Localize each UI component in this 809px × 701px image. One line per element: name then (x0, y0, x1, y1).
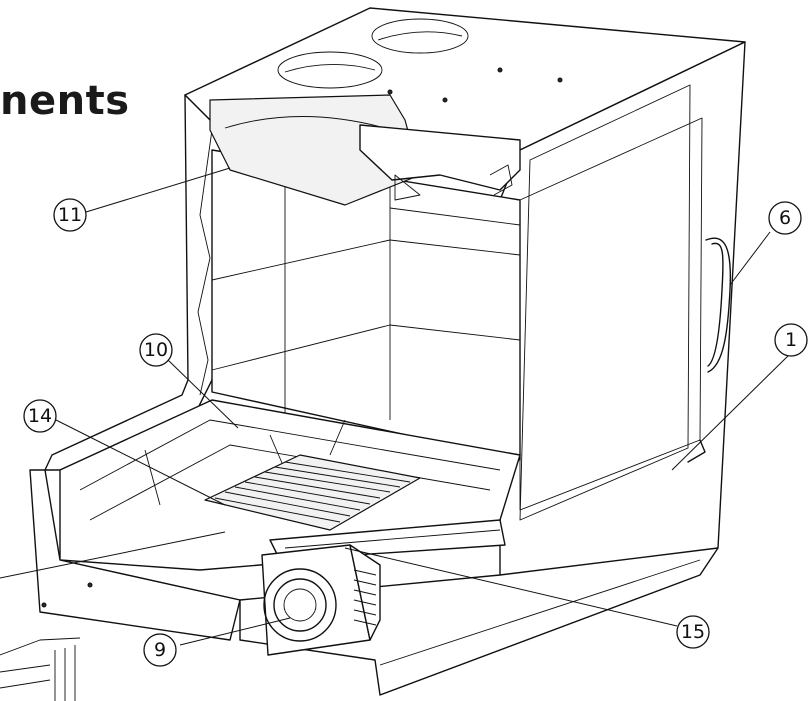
base-tray (29, 469, 719, 696)
partial-side-component (0, 637, 81, 701)
callout-1: 1 (774, 323, 808, 357)
section-heading: nents (0, 78, 130, 124)
svg-text:11: 11 (58, 204, 82, 226)
svg-text:15: 15 (681, 621, 705, 643)
fan-vents (353, 569, 377, 626)
callout-10: 10 (139, 333, 173, 367)
svg-text:14: 14 (28, 405, 52, 427)
callout-11: 11 (53, 198, 87, 232)
svg-text:1: 1 (785, 329, 797, 351)
blower-fan (261, 544, 381, 656)
callout-14: 14 (23, 399, 57, 433)
svg-text:9: 9 (154, 639, 166, 661)
svg-text:10: 10 (144, 339, 168, 361)
callout-6: 6 (768, 201, 802, 235)
svg-text:6: 6 (779, 207, 791, 229)
callout-9: 9 (143, 633, 177, 667)
grate (204, 454, 421, 531)
side-handle (705, 237, 732, 373)
callout-15: 15 (676, 615, 710, 649)
back-wall-tiles (211, 149, 521, 461)
baffle-plate (209, 94, 521, 206)
leader-lines (0, 167, 793, 646)
